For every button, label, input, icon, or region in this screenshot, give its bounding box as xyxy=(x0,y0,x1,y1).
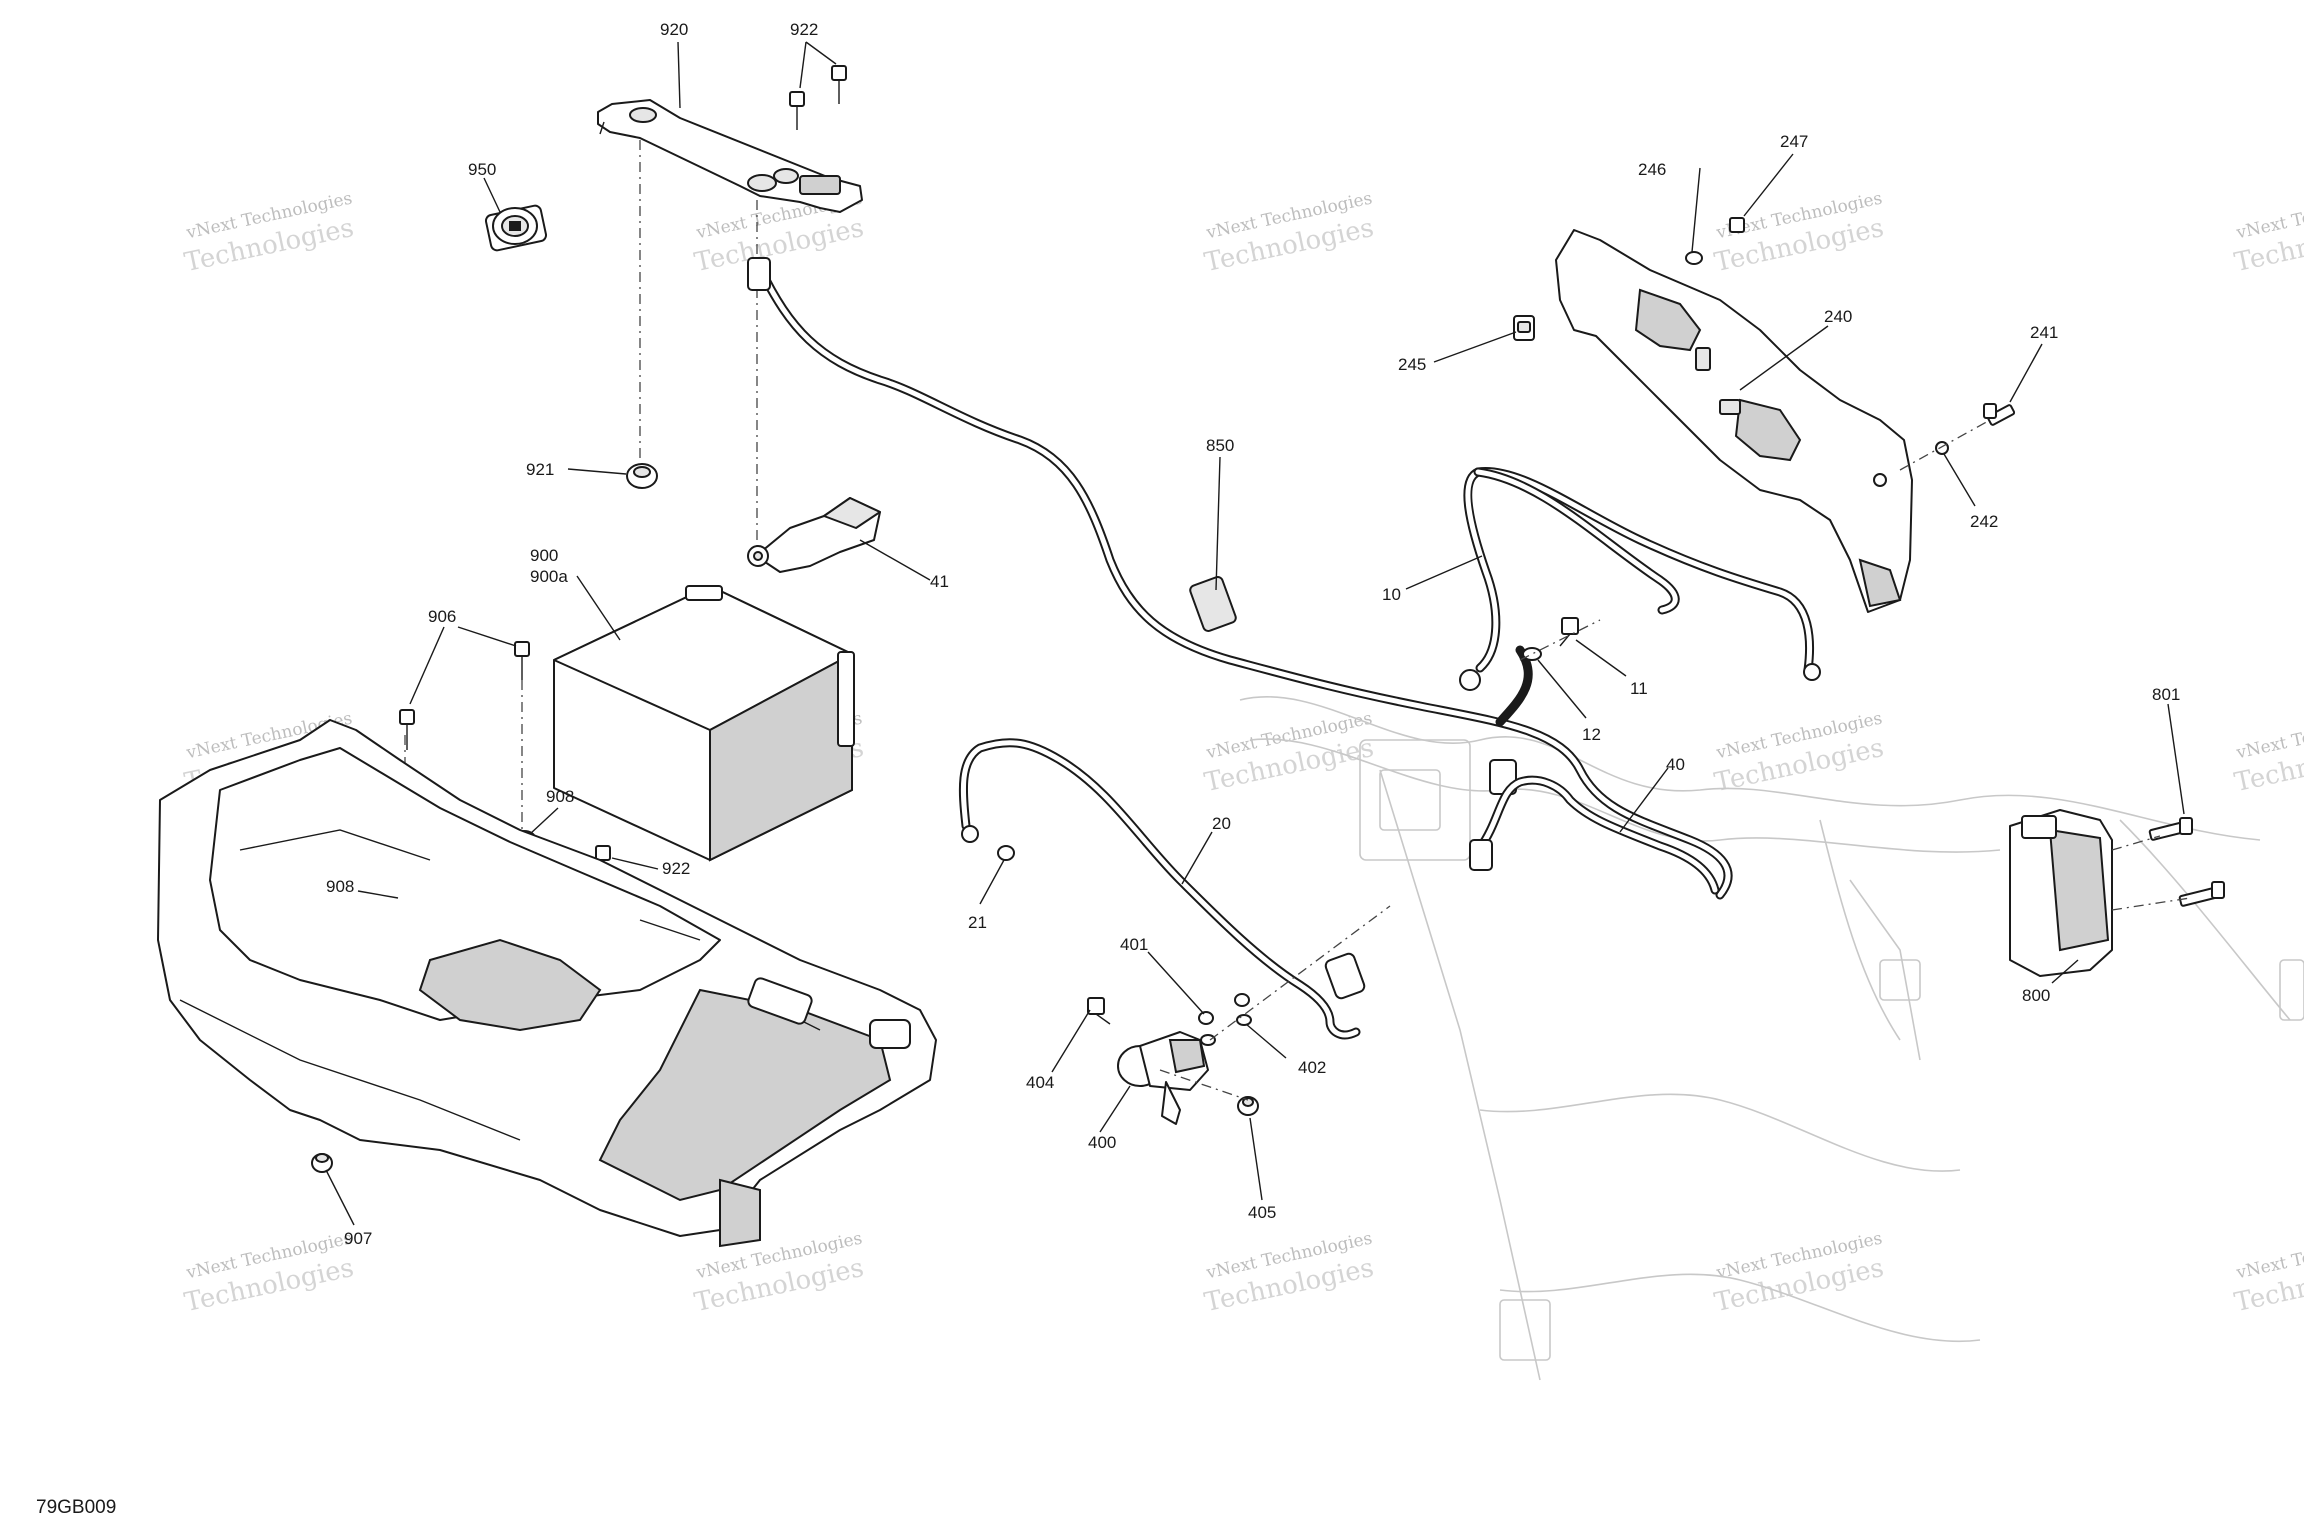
callout-leaders xyxy=(325,41,2185,1226)
watermark-tile: Technologies vNext Technologies xyxy=(1202,709,1377,799)
callout-402: 402 xyxy=(1298,1058,1326,1077)
centerline xyxy=(1209,905,1391,1041)
watermark-tile: Technologies vNext Technologies xyxy=(2232,709,2304,799)
callout-241: 241 xyxy=(2030,323,2058,342)
callout-247: 247 xyxy=(1780,132,1808,151)
bolt-801b xyxy=(2178,881,2225,907)
battery-900 xyxy=(553,585,855,862)
callout-900: 900 xyxy=(530,546,558,565)
watermark-tile: Technologies vNext Technologies xyxy=(2232,1229,2304,1319)
callout-405: 405 xyxy=(1248,1203,1276,1222)
callout-908-left: 908 xyxy=(326,877,354,896)
harness-850 xyxy=(747,257,1733,900)
bolt-801a xyxy=(2148,817,2193,841)
bolt-404 xyxy=(1087,997,1111,1025)
callout-950: 950 xyxy=(468,160,496,179)
callout-12: 12 xyxy=(1582,725,1601,744)
callout-20: 20 xyxy=(1212,814,1231,833)
callout-40: 40 xyxy=(1666,755,1685,774)
centerline xyxy=(2111,897,2191,911)
ghost-frame xyxy=(1239,695,2304,1381)
figure-id: 79GB009 xyxy=(36,1497,116,1518)
callout-922-lower: 922 xyxy=(662,859,690,878)
washer-402a xyxy=(1200,1034,1216,1046)
callout-921: 921 xyxy=(526,460,554,479)
nut-401b xyxy=(1234,993,1250,1007)
watermark-tile: Technologies vNext Technologies xyxy=(1202,189,1377,279)
watermark-tile: Technologies vNext Technologies xyxy=(182,1229,357,1319)
callout-242: 242 xyxy=(1970,512,1998,531)
bracket-920 xyxy=(597,99,863,213)
watermark-tile: Technologies vNext Technologies xyxy=(2232,189,2304,279)
watermark-tile: Technologies vNext Technologies xyxy=(1712,1229,1887,1319)
nut-21 xyxy=(997,845,1015,861)
terminal-cap-41 xyxy=(747,497,881,573)
callout-240: 240 xyxy=(1824,307,1852,326)
bolt-906b xyxy=(514,641,530,680)
callout-400: 400 xyxy=(1088,1133,1116,1152)
watermark-tile: Technologies vNext Technologies xyxy=(182,189,357,279)
callout-21: 21 xyxy=(968,913,987,932)
callout-404: 404 xyxy=(1026,1073,1054,1092)
bolt-11 xyxy=(1559,617,1579,647)
nut-921 xyxy=(626,463,658,489)
callout-11: 11 xyxy=(1630,679,1648,698)
battery-tray xyxy=(157,719,937,1248)
callout-41: 41 xyxy=(930,572,949,591)
callout-922-top: 922 xyxy=(790,20,818,39)
bolt-922-top xyxy=(789,65,847,130)
callout-10: 10 xyxy=(1382,585,1401,604)
callout-800: 800 xyxy=(2022,986,2050,1005)
power-socket-950 xyxy=(484,204,548,252)
watermark-tile: Technologies vNext Technologies xyxy=(1202,1229,1377,1319)
centerline xyxy=(1899,419,1991,471)
cable-10 xyxy=(1459,466,1821,691)
washer-402b xyxy=(1236,1014,1252,1026)
callout-907: 907 xyxy=(344,1229,372,1248)
watermark-tile: Technologies vNext Technologies xyxy=(1712,709,1887,799)
bolt-247 xyxy=(1729,217,1745,233)
callout-401: 401 xyxy=(1120,935,1148,954)
cable-40 xyxy=(1469,775,1720,895)
callout-245: 245 xyxy=(1398,355,1426,374)
bolt-906a xyxy=(399,709,415,750)
relay-bracket-240 xyxy=(1555,229,1913,613)
bolt-241 xyxy=(1983,403,2016,426)
callout-labels: 920 922 950 921 900 900a 41 906 908 908 … xyxy=(326,20,2180,1248)
watermark-tile: Technologies vNext Technologies xyxy=(1712,189,1887,279)
callout-801: 801 xyxy=(2152,685,2180,704)
nut-401a xyxy=(1198,1011,1214,1025)
nut-405 xyxy=(1237,1096,1259,1116)
callout-246: 246 xyxy=(1638,160,1666,179)
washer-12 xyxy=(1522,647,1542,661)
washer-246 xyxy=(1685,251,1703,265)
clip-245 xyxy=(1513,315,1535,341)
solenoid-400 xyxy=(1117,1031,1209,1125)
callout-920: 920 xyxy=(660,20,688,39)
callout-900a: 900a xyxy=(530,567,568,586)
grommet-907 xyxy=(311,1153,333,1173)
centerline xyxy=(1159,1069,1249,1101)
centerline xyxy=(1519,619,1601,661)
callout-906: 906 xyxy=(428,607,456,626)
watermark-tile: Technologies vNext Technologies xyxy=(692,1229,867,1319)
callout-850: 850 xyxy=(1206,436,1234,455)
module-800 xyxy=(2009,809,2113,977)
centerline xyxy=(2111,835,2161,851)
cable-20 xyxy=(958,738,1366,1040)
callout-908-right: 908 xyxy=(546,787,574,806)
